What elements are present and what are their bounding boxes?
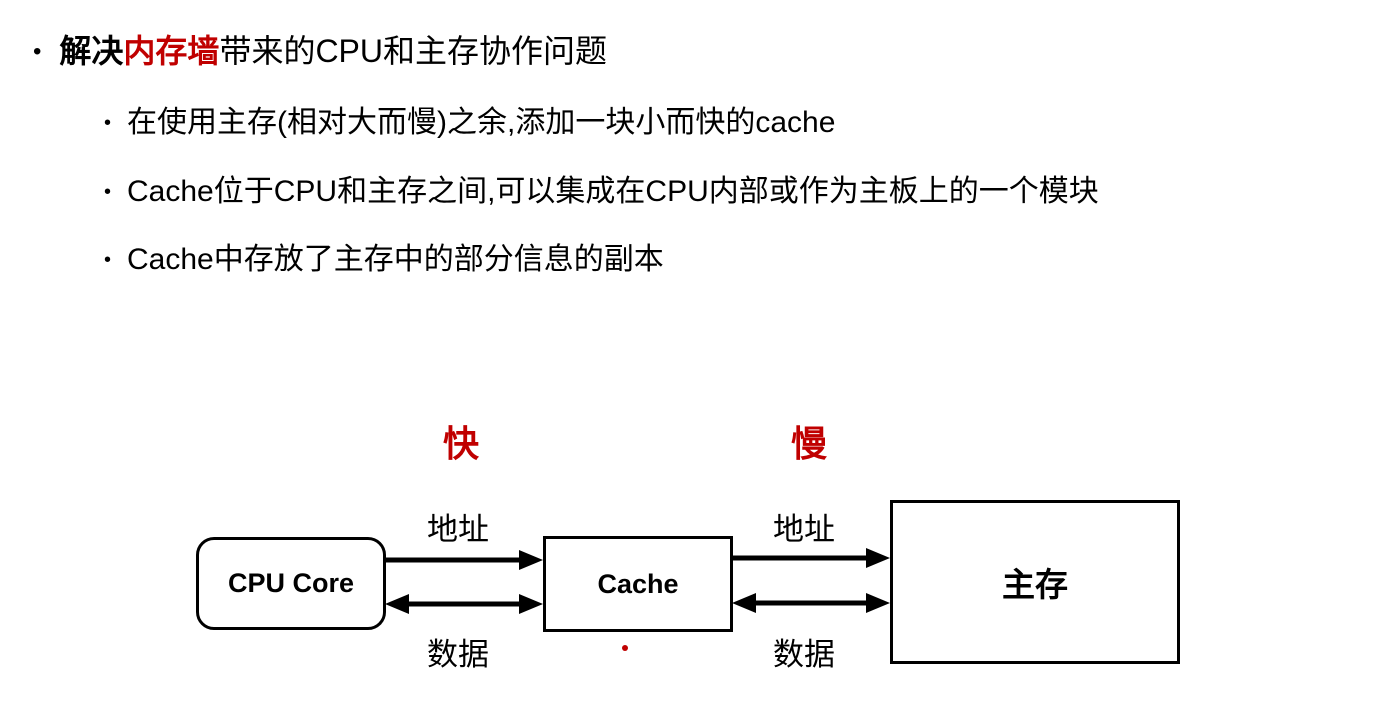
main-point-rest: 带来的CPU和主存协作问题 (219, 33, 608, 69)
address-arrow-cache-to-memory (732, 548, 890, 568)
main-memory-node: 主存 (890, 500, 1180, 664)
sub-point-text: 在使用主存(相对大而慢)之余,添加一块小而快的cache (127, 106, 836, 139)
stray-red-mark (622, 645, 628, 651)
arrowhead-right-icon (866, 593, 890, 613)
address-arrow-cpu-to-cache (385, 550, 543, 570)
sub-bullet-line-2: • Cache位于CPU和主存之间,可以集成在CPU内部或作为主板上的一个模块 (104, 166, 1099, 210)
bullet-marker: • (104, 112, 112, 134)
data-arrow-cache-memory-bidirectional (732, 593, 890, 613)
speed-label-slow: 慢 (791, 423, 828, 464)
arrowhead-right-icon (519, 550, 543, 570)
cpu-core-node: CPU Core (196, 537, 386, 630)
sub-point-text: Cache位于CPU和主存之间,可以集成在CPU内部或作为主板上的一个模块 (127, 175, 1099, 208)
main-point-highlight: 内存墙 (123, 33, 220, 69)
cache-node: Cache (543, 536, 733, 632)
cpu-core-label: CPU Core (227, 568, 355, 598)
sub-point-text: Cache中存放了主存中的部分信息的副本 (127, 243, 664, 276)
main-memory-label: 主存 (1002, 566, 1068, 603)
address-label-cache-memory: 地址 (773, 512, 835, 547)
arrowhead-left-icon (385, 594, 409, 614)
arrowhead-right-icon (519, 594, 543, 614)
data-label-cache-memory: 数据 (773, 637, 835, 672)
main-point-prefix: 解决 (59, 33, 124, 69)
bullet-marker: • (104, 249, 112, 271)
arrowhead-left-icon (732, 593, 756, 613)
sub-bullet-line-1: • 在使用主存(相对大而慢)之余,添加一块小而快的cache (104, 97, 835, 141)
address-label-cpu-cache: 地址 (427, 512, 489, 547)
sub-bullet-line-3: • Cache中存放了主存中的部分信息的副本 (104, 234, 664, 278)
cache-label: Cache (597, 568, 679, 599)
main-bullet-line: • 解决内存墙带来的CPU和主存协作问题 (33, 26, 607, 72)
bullet-marker: • (33, 38, 42, 65)
data-arrow-cpu-cache-bidirectional (385, 594, 543, 614)
speed-label-fast: 快 (443, 423, 480, 464)
data-label-cpu-cache: 数据 (427, 637, 489, 672)
bullet-marker: • (104, 181, 112, 203)
arrowhead-right-icon (866, 548, 890, 568)
